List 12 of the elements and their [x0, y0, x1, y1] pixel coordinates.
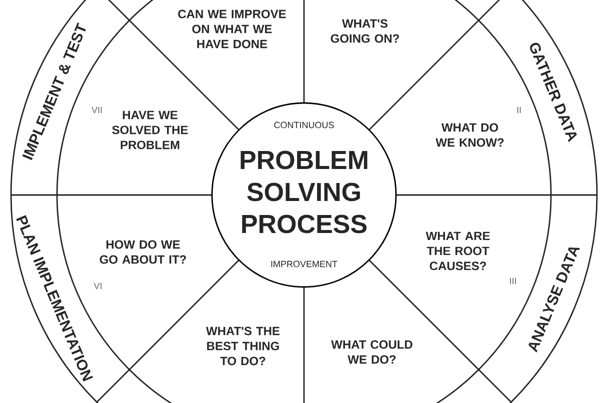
question-text: CAN WE IMPROVE ON WHAT WE HAVE DONE	[178, 10, 286, 48]
question-text: WHAT'S GOING ON?	[330, 19, 399, 43]
question-text: HAVE WE SOLVED THE PROBLEM	[112, 110, 188, 150]
roman-numeral: III	[510, 278, 516, 284]
roman-numeral: VII	[92, 106, 102, 114]
question-text: WHAT DO WE KNOW?	[436, 123, 504, 147]
question-text: HOW DO WE GO ABOUT IT?	[100, 240, 186, 264]
roman-numeral: VI	[94, 282, 102, 290]
question-text: WHAT ARE THE ROOT CAUSES?	[426, 232, 490, 270]
question-text: WHAT'S THE BEST THING TO DO?	[206, 326, 280, 366]
question-text: WHAT COULD WE DO?	[331, 340, 412, 364]
roman-numeral: II	[517, 106, 521, 114]
